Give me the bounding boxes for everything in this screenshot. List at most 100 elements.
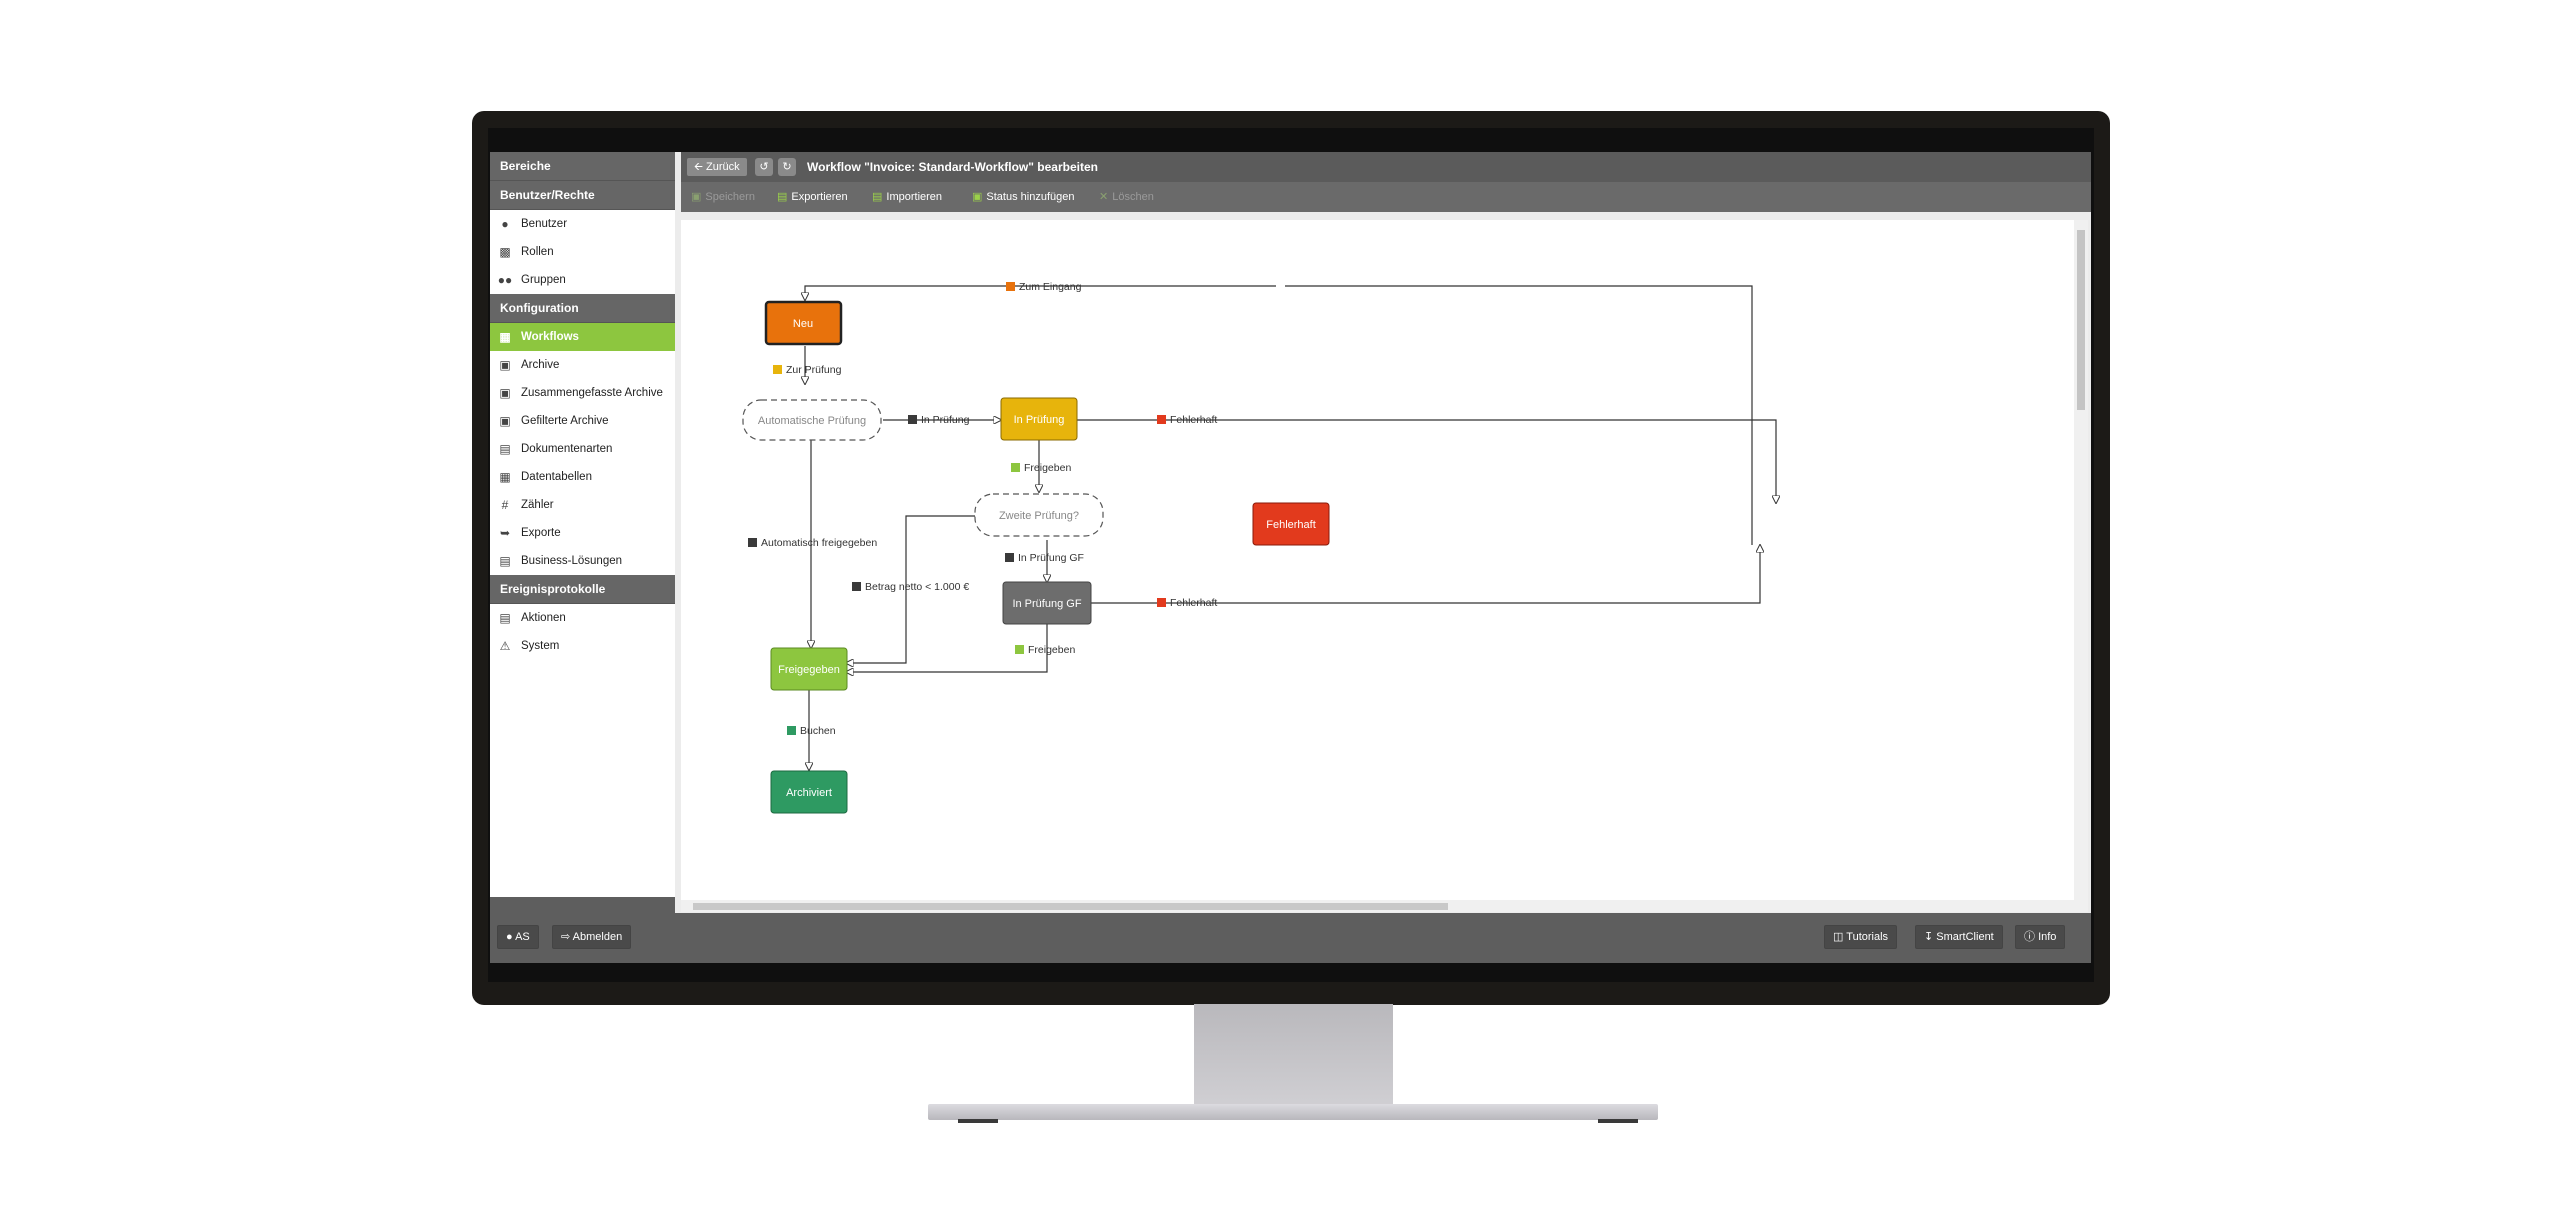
- vertical-scrollbar[interactable]: [2074, 220, 2088, 900]
- edge-label-swatch: [1011, 463, 1020, 472]
- sidebar-item-label: Business-Lösungen: [521, 555, 623, 567]
- info-button[interactable]: ⓘ Info: [2015, 925, 2066, 949]
- edge-label-swatch: [852, 582, 861, 591]
- redo-icon: ↻: [782, 161, 792, 173]
- node-archiviert-label: Archiviert: [786, 787, 832, 799]
- node-automatische-pruefung[interactable]: Automatische Prüfung: [742, 399, 882, 441]
- info-label: Info: [2038, 931, 2057, 943]
- edge-freigeben-2[interactable]: [846, 624, 1048, 672]
- user-button[interactable]: ● AS: [497, 925, 539, 949]
- sidebar-item-zusammengefasste-archive[interactable]: ▣Zusammengefasste Archive: [490, 379, 675, 407]
- sidebar-item-label: Archive: [521, 359, 560, 371]
- horizontal-scroll-thumb[interactable]: [693, 903, 1448, 910]
- page-title: Workflow "Invoice: Standard-Workflow" be…: [807, 160, 1098, 174]
- node-in-pruefung[interactable]: In Prüfung: [1000, 397, 1078, 441]
- logout-icon: ⇨: [561, 931, 573, 943]
- edge-label-buchen: Buchen: [800, 725, 836, 737]
- add-status-button[interactable]: ▣Status hinzufügen: [972, 182, 1074, 212]
- sidebar-list-ereignisprotokolle: ▤Aktionen ⚠System: [490, 604, 675, 660]
- redo-button[interactable]: ↻: [778, 158, 796, 176]
- save-label: Speichern: [705, 191, 755, 203]
- sidebar-item-aktionen[interactable]: ▤Aktionen: [490, 604, 675, 632]
- add-status-label: Status hinzufügen: [986, 191, 1075, 203]
- user-label: AS: [515, 931, 530, 943]
- edge-betrag-netto[interactable]: [846, 515, 1001, 663]
- node-in-pruefung-gf-label: In Prüfung GF: [1012, 598, 1081, 610]
- sidebar-item-dokumentenarten[interactable]: ▤Dokumentenarten: [490, 435, 675, 463]
- undo-icon: ↺: [759, 161, 769, 173]
- user-icon: ●: [506, 931, 516, 943]
- node-zweite-pruefung[interactable]: Zweite Prüfung?: [974, 493, 1104, 537]
- save-button[interactable]: ▣Speichern: [691, 182, 755, 212]
- tutorials-button[interactable]: ◫ Tutorials: [1824, 925, 1898, 949]
- sidebar-empty-area: [490, 660, 675, 897]
- edge-fehlerhaft-2[interactable]: [1091, 545, 1760, 604]
- vertical-scroll-thumb[interactable]: [2077, 230, 2085, 410]
- sidebar-item-label: Zähler: [521, 499, 554, 511]
- import-button[interactable]: ▤Importieren: [872, 182, 942, 212]
- sidebar-item-workflows[interactable]: ▦Workflows: [490, 323, 675, 351]
- delete-label: Löschen: [1112, 191, 1154, 203]
- horizontal-scrollbar[interactable]: [681, 900, 2088, 912]
- sidebar-section-ereignisprotokolle[interactable]: Ereignisprotokolle: [490, 575, 675, 604]
- edge-labels: Zum Eingang Zur Prüfung In Prüfung Fehle…: [748, 281, 1217, 737]
- node-fehlerhaft[interactable]: Fehlerhaft: [1252, 502, 1330, 546]
- sidebar-header-bereiche: Bereiche: [490, 152, 675, 181]
- sidebar-item-archive[interactable]: ▣Archive: [490, 351, 675, 379]
- back-button[interactable]: 🡨 Zurück: [687, 158, 747, 176]
- edge-label-betrag-netto: Betrag netto < 1.000 €: [865, 581, 969, 593]
- undo-button[interactable]: ↺: [755, 158, 773, 176]
- sidebar-item-business-loesungen[interactable]: ▤Business-Lösungen: [490, 547, 675, 575]
- sidebar-list-konfiguration: ▦Workflows ▣Archive ▣Zusammengefasste Ar…: [490, 323, 675, 575]
- sidebar-item-exporte[interactable]: ➥Exporte: [490, 519, 675, 547]
- add-status-icon: ▣: [972, 191, 983, 203]
- sidebar-item-gefilterte-archive[interactable]: ▣Gefilterte Archive: [490, 407, 675, 435]
- sidebar-item-label: Benutzer: [521, 218, 568, 230]
- edge-label-swatch: [1006, 282, 1015, 291]
- workflow-canvas[interactable]: Neu Automatische Prüfung In Prüfung Zwei…: [681, 220, 2074, 900]
- sidebar-section-benutzer-rechte[interactable]: Benutzer/Rechte: [490, 181, 675, 210]
- workflow-diagram: Neu Automatische Prüfung In Prüfung Zwei…: [742, 281, 2074, 814]
- edge-label-freigeben-1: Freigeben: [1024, 462, 1071, 474]
- sidebar-item-rollen[interactable]: ▩Rollen: [490, 238, 675, 266]
- sidebar-list-benutzer: ● Benutzer ▩Rollen ●●Gruppen: [490, 210, 675, 294]
- node-freigegeben[interactable]: Freigegeben: [770, 647, 848, 691]
- edge-label-swatch: [1015, 645, 1024, 654]
- sidebar-item-label: Workflows: [521, 331, 579, 343]
- title-bar: 🡨 Zurück ↺ ↻ Workflow "Invoice: Standard…: [681, 152, 2091, 182]
- download-icon: ↧: [1924, 931, 1937, 943]
- sidebar-item-label: Gruppen: [521, 274, 566, 286]
- sidebar-item-benutzer[interactable]: ● Benutzer: [490, 210, 675, 238]
- node-neu[interactable]: Neu: [764, 300, 843, 346]
- warning-icon: ⚠: [499, 639, 511, 653]
- user-icon: ●: [501, 217, 509, 231]
- smartclient-button[interactable]: ↧ SmartClient: [1915, 925, 2003, 949]
- sidebar-item-label: Datentabellen: [521, 471, 592, 483]
- delete-icon: ✕: [1099, 191, 1109, 203]
- edge-zum-eingang-right[interactable]: [1275, 285, 1753, 545]
- monitor-stand-neck: [1194, 1004, 1393, 1106]
- node-archiviert[interactable]: Archiviert: [770, 770, 848, 814]
- sidebar-item-gruppen[interactable]: ●●Gruppen: [490, 266, 675, 294]
- book-icon: ◫: [1833, 931, 1847, 943]
- sidebar-item-datentabellen[interactable]: ▦Datentabellen: [490, 463, 675, 491]
- logout-label: Abmelden: [572, 931, 623, 943]
- sidebar-item-system[interactable]: ⚠System: [490, 632, 675, 660]
- edge-label-zum-eingang: Zum Eingang: [1019, 281, 1082, 293]
- save-icon: ▣: [691, 191, 702, 203]
- sidebar-section-konfiguration[interactable]: Konfiguration: [490, 294, 675, 323]
- export-icon: ➥: [499, 526, 511, 540]
- sidebar-item-zaehler[interactable]: #Zähler: [490, 491, 675, 519]
- node-in-pruefung-gf[interactable]: In Prüfung GF: [1002, 581, 1092, 625]
- node-zweite-pruefung-label: Zweite Prüfung?: [999, 510, 1079, 522]
- import-label: Importieren: [886, 191, 943, 203]
- delete-button[interactable]: ✕Löschen: [1099, 182, 1154, 212]
- tutorials-label: Tutorials: [1846, 931, 1889, 943]
- edge-fehlerhaft-1[interactable]: [1077, 419, 1776, 503]
- node-neu-label: Neu: [793, 318, 813, 330]
- export-button[interactable]: ▤Exportieren: [777, 182, 848, 212]
- logout-button[interactable]: ⇨ Abmelden: [552, 925, 632, 949]
- export-icon: ▤: [777, 191, 788, 203]
- footer-bar: ● AS ⇨ Abmelden ◫ Tutorials ↧ SmartClien…: [490, 913, 2091, 963]
- edge-zum-eingang-left[interactable]: [805, 285, 1275, 300]
